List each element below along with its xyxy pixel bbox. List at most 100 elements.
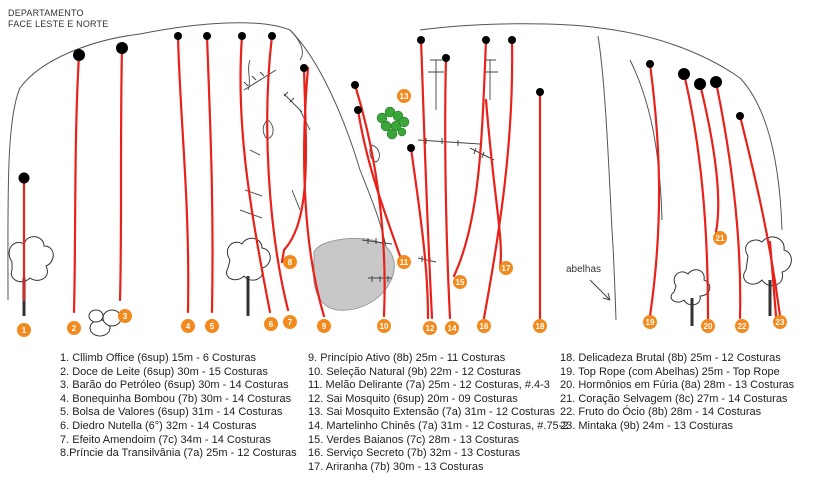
anchor-16 [508, 36, 516, 44]
svg-text:1: 1 [22, 326, 27, 335]
anchor-8 [300, 64, 308, 72]
anchor-2 [73, 49, 85, 61]
legend-item: 22. Fruto do Ócio (8b) 28m - 14 Costuras [560, 406, 762, 419]
anchor-22 [710, 76, 722, 88]
route-line-15 [452, 38, 488, 278]
svg-text:13: 13 [400, 92, 409, 101]
anchor-1 [18, 172, 30, 184]
tree-right-1 [670, 269, 711, 326]
badge-1: 1 [17, 323, 31, 337]
svg-text:2: 2 [72, 324, 77, 333]
svg-text:14: 14 [448, 324, 457, 333]
anchor-3 [116, 42, 128, 54]
legend-item: 18. Delicadeza Brutal (8b) 25m - 12 Cost… [560, 352, 781, 364]
svg-text:6: 6 [269, 320, 274, 329]
route-line-7 [266, 34, 290, 312]
routes [22, 34, 782, 320]
anchor-19 [646, 60, 654, 68]
svg-text:7: 7 [288, 318, 293, 327]
badge-18: 18 [533, 319, 547, 333]
svg-text:22: 22 [738, 322, 747, 331]
anchor-12 [407, 144, 415, 152]
anchor-14 [442, 54, 450, 62]
svg-text:19: 19 [646, 318, 655, 327]
svg-text:21: 21 [716, 234, 725, 243]
svg-text:10: 10 [380, 322, 389, 331]
svg-text:20: 20 [704, 322, 713, 331]
svg-text:15: 15 [456, 278, 465, 287]
boulder-shape [313, 238, 395, 311]
legend-item: 7. Efeito Amendoim (7c) 34m - 14 Costura… [60, 433, 271, 446]
badge-15: 15 [453, 275, 467, 289]
legend-item: 20. Hormônios em Fúria (8a) 28m - 13 Cos… [560, 379, 795, 392]
legend-item: 8.Príncie da Transilvânia (7a) 25m - 12 … [60, 447, 297, 460]
svg-text:8: 8 [288, 258, 293, 267]
anchors [18, 32, 744, 184]
bees-arrow [589, 279, 611, 301]
route-line-21 [698, 82, 720, 234]
route-line-14 [444, 56, 452, 320]
route-line-20 [682, 72, 710, 320]
route-line-17 [484, 98, 503, 270]
legend-item: 1. Cllimb Office (6sup) 15m - 6 Costuras [60, 352, 257, 364]
svg-text:3: 3 [123, 312, 128, 321]
badge-8: 8 [283, 255, 297, 269]
bush-cluster [376, 106, 410, 140]
bees-arrow-head [602, 292, 611, 301]
badge-16: 16 [477, 319, 491, 333]
svg-text:12: 12 [426, 324, 435, 333]
anchor-6 [238, 32, 246, 40]
svg-text:11: 11 [400, 258, 409, 267]
route-line-2 [72, 53, 81, 314]
svg-text:23: 23 [776, 318, 785, 327]
svg-text:16: 16 [480, 322, 489, 331]
route-line-19 [648, 62, 661, 318]
anchor-21 [694, 78, 706, 90]
route-line-23b [768, 240, 778, 318]
legend-item: 15. Verdes Baianos (7c) 28m - 13 Costura… [308, 433, 519, 446]
legend-item: 2. Doce de Leite (6sup) 30m - 15 Costura… [60, 365, 268, 378]
legend-item: 21. Coração Selvagem (8c) 27m - 14 Costu… [560, 392, 788, 405]
legend-item: 14. Martelinho Chinês (7a) 31m - 12 Cost… [308, 419, 569, 432]
route-line-6 [239, 34, 272, 314]
legend-item: 5. Bolsa de Valores (6sup) 31m - 14 Cost… [60, 406, 283, 419]
bees-label: abelhas [566, 264, 601, 275]
svg-text:4: 4 [186, 322, 191, 331]
route-line-10 [353, 83, 386, 318]
badge-17: 17 [499, 261, 513, 275]
route-line-12 [409, 146, 430, 320]
legend-column-1: 1. Cllimb Office (6sup) 15m - 6 Costuras… [60, 352, 297, 461]
anchor-10 [351, 81, 359, 89]
legend-item: 4. Bonequinha Bombou (7b) 30m - 14 Costu… [60, 392, 292, 405]
badge-19: 19 [643, 315, 657, 329]
route-line-5 [205, 34, 214, 314]
legend-item: 6. Diedro Nutella (6°) 32m - 14 Costuras [60, 419, 257, 432]
anchor-13 [417, 36, 425, 44]
tree-middle [226, 237, 271, 316]
route-line-22 [714, 80, 742, 320]
anchor-20 [678, 68, 690, 80]
badge-14: 14 [445, 321, 459, 335]
tree-left [8, 236, 54, 316]
legend-item: 17. Ariranha (7b) 30m - 13 Costuras [308, 460, 484, 473]
legend-column-3: 18. Delicadeza Brutal (8b) 25m - 12 Cost… [560, 352, 794, 434]
badge-7: 7 [283, 315, 297, 329]
legend-item: 23. Mintaka (9b) 24m - 13 Costuras [560, 419, 734, 432]
legend-item: 13. Sai Mosquito Extensão (7a) 31m - 12 … [308, 406, 556, 419]
crag-topo-diagram: abelhas [7, 22, 792, 337]
badge-2: 2 [67, 321, 81, 335]
boulders-route-3 [88, 309, 122, 337]
badge-6: 6 [264, 317, 278, 331]
route-line-13 [419, 38, 434, 320]
route-line-3 [118, 46, 124, 302]
legend-item: 16. Serviço Secreto (7b) 32m - 13 Costur… [308, 447, 521, 460]
badge-11: 11 [397, 255, 411, 269]
anchor-23 [736, 112, 744, 120]
svg-text:17: 17 [502, 264, 511, 273]
header-line-2: FACE LESTE E NORTE [8, 19, 109, 29]
legend-item: 12. Sai Mosquito (6sup) 20m - 09 Costura… [308, 392, 518, 405]
badge-10: 10 [377, 319, 391, 333]
route-line-8 [280, 66, 308, 264]
anchor-11 [354, 106, 362, 114]
route-line-16 [482, 38, 514, 320]
